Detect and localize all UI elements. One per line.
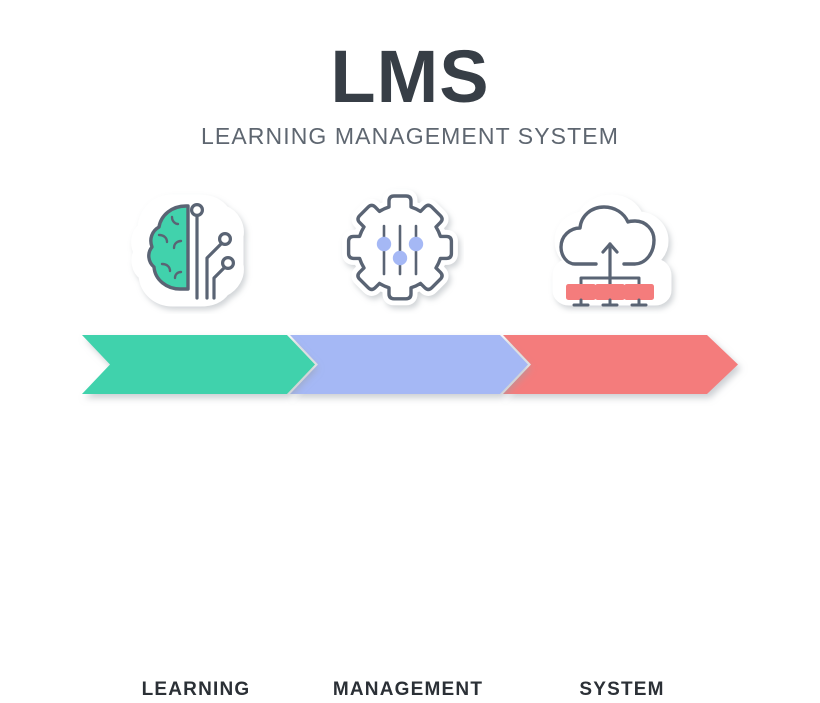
brain-left-hemisphere (147, 204, 190, 291)
chevron-label-system: SYSTEM (579, 679, 665, 700)
brain-circuit-icon (131, 194, 244, 307)
icon-row (0, 186, 820, 316)
brain-circuit-traces (205, 241, 227, 300)
server-bus-line (579, 276, 641, 289)
chevron-banner-row: LEARNING MANAGEMENT SYSTEM (0, 326, 820, 700)
chevron-label-management: MANAGEMENT (332, 679, 484, 700)
page-title: LMS (330, 35, 490, 118)
server-node (566, 284, 596, 307)
gear-slider-knobs (376, 236, 424, 266)
header: LMS LEARNING MANAGEMENT SYSTEM (0, 38, 820, 150)
chevron-system[interactable] (503, 335, 738, 394)
chevron-label-learning: LEARNING (141, 679, 251, 700)
server-node (595, 284, 625, 307)
lms-infographic: LMS LEARNING MANAGEMENT SYSTEM (0, 37, 820, 700)
brain-circuit-nodes (189, 203, 235, 270)
icon-slot-system (512, 186, 712, 316)
icon-slot-learning (90, 186, 290, 316)
chevron-learning[interactable] (82, 335, 315, 394)
chevron-banners (82, 335, 738, 394)
server-node (624, 284, 654, 307)
server-nodes (566, 284, 654, 307)
chevron-management[interactable] (290, 335, 528, 394)
cloud-outline (559, 205, 656, 266)
icon-slot-management (300, 186, 500, 316)
brain-fold-lines (157, 215, 183, 280)
page-subtitle: LEARNING MANAGEMENT SYSTEM (201, 123, 619, 149)
gear-sliders-icon (336, 186, 464, 314)
cloud-servers-icon (552, 194, 672, 307)
